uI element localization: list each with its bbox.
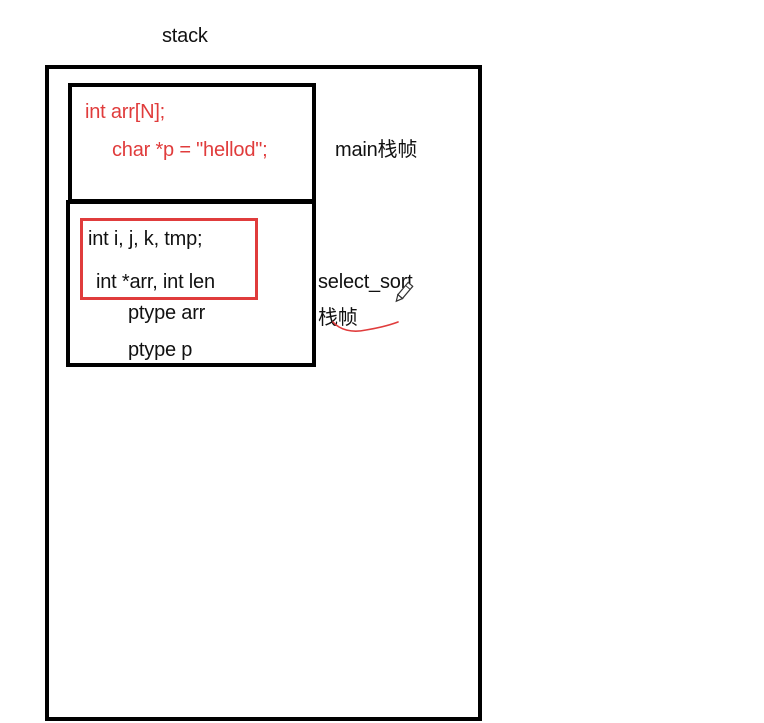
stack-title: stack	[162, 25, 208, 47]
select-sort-label: select_sort	[318, 271, 413, 293]
select-sort-frame-label: 栈帧	[318, 307, 358, 329]
main-pointer-declaration: char *p = "hellod";	[112, 139, 268, 161]
main-arr-declaration: int arr[N];	[85, 101, 166, 123]
ptype-arr-text: ptype arr	[128, 302, 206, 324]
stack-box	[45, 65, 482, 721]
ptype-p-text: ptype p	[128, 339, 193, 361]
select-sort-stack-frame	[66, 200, 316, 367]
highlight-box	[80, 218, 258, 300]
sort-params-declaration: int *arr, int len	[96, 271, 215, 293]
sort-locals-declaration: int i, j, k, tmp;	[88, 228, 203, 250]
main-frame-label: main栈帧	[335, 139, 418, 161]
